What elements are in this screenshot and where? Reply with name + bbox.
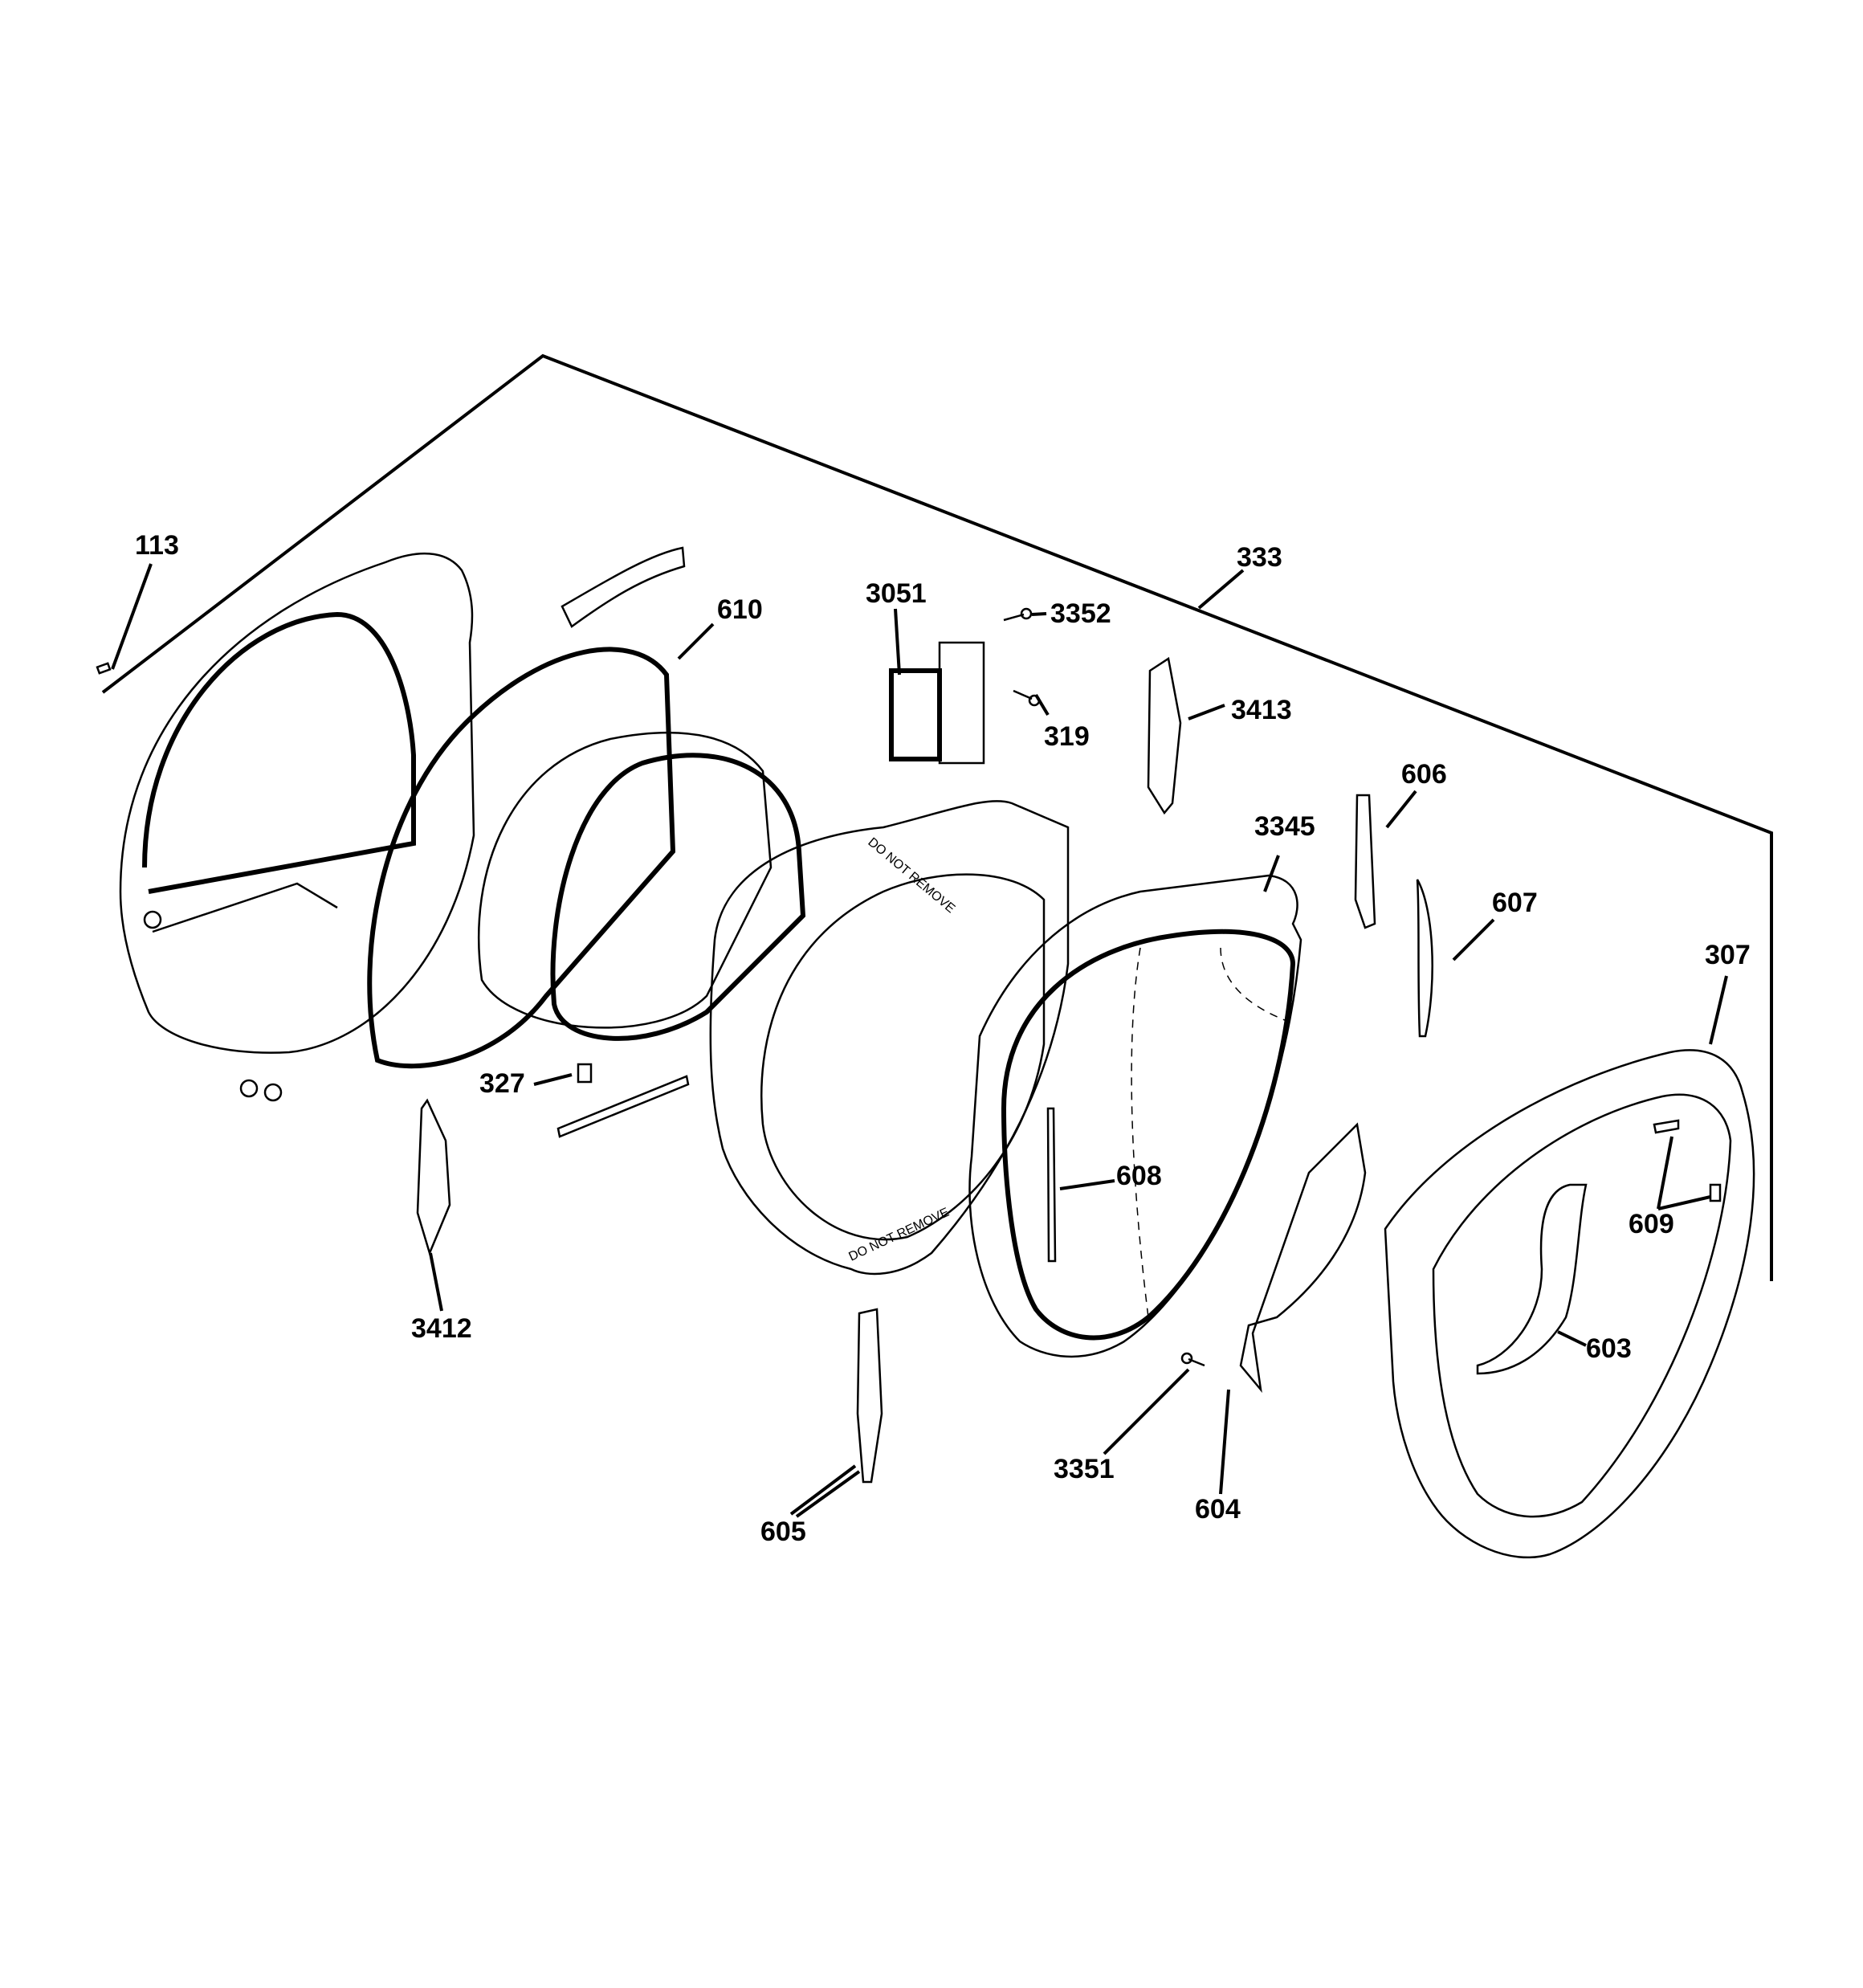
- callout-608: 608: [1116, 1161, 1162, 1191]
- callout-609: 609: [1629, 1209, 1674, 1239]
- callout-3051: 3051: [866, 578, 927, 609]
- callout-607: 607: [1492, 888, 1538, 918]
- part-327-clip: [577, 1063, 593, 1084]
- callout-113: 113: [135, 530, 179, 561]
- part-door-glass-bowl: [478, 731, 806, 1041]
- callout-3413: 3413: [1231, 695, 1292, 725]
- part-inner-door-frame: [119, 552, 475, 1102]
- part-3051-hinge: [889, 641, 985, 765]
- part-3413-bracket: [1147, 656, 1182, 815]
- callout-603: 603: [1586, 1333, 1632, 1364]
- part-door-liner: DO NOT REMOVE DO NOT REMOVE: [709, 800, 1070, 1276]
- part-608-handle-insert: [1046, 1107, 1057, 1263]
- part-605-handle: [856, 1308, 883, 1484]
- callout-333: 333: [1237, 542, 1282, 573]
- part-hinge-cover: [561, 546, 686, 628]
- callout-606: 606: [1401, 759, 1447, 790]
- part-307-outer-door: [1384, 1049, 1755, 1559]
- callout-604: 604: [1195, 1494, 1241, 1525]
- part-607-trim: [1416, 879, 1433, 1038]
- part-609-clips: [1653, 1119, 1722, 1202]
- part-319-screw: [1013, 689, 1041, 707]
- part-3352-screw: [1003, 607, 1033, 622]
- callout-610: 610: [717, 594, 763, 625]
- leader-lines: [111, 563, 1728, 1518]
- part-606-bracket: [1354, 794, 1376, 929]
- assembly-bracket-333: [101, 353, 1773, 1281]
- part-113-screw: [96, 662, 112, 675]
- part-3412-bracket: [416, 1098, 451, 1256]
- part-door-strip: [556, 1075, 690, 1138]
- stamp-do-not-remove-bottom: DO NOT REMOVE: [847, 1206, 952, 1264]
- part-610-gasket: [367, 647, 676, 1069]
- callout-3345: 3345: [1254, 811, 1315, 842]
- callout-307: 307: [1705, 940, 1751, 970]
- callout-327: 327: [479, 1068, 525, 1099]
- callout-3412: 3412: [411, 1313, 472, 1344]
- callout-labels: 113 610 3051 3352 319 333 3413 606 3345 …: [135, 530, 1751, 1547]
- callout-319: 319: [1044, 721, 1090, 752]
- callout-3351: 3351: [1054, 1454, 1115, 1484]
- part-3345-outer-glass: [968, 874, 1302, 1358]
- callout-605: 605: [760, 1517, 806, 1547]
- callout-3352: 3352: [1050, 598, 1111, 629]
- part-604-hinge-arm: [1239, 1122, 1367, 1394]
- part-3351-pin: [1180, 1352, 1205, 1367]
